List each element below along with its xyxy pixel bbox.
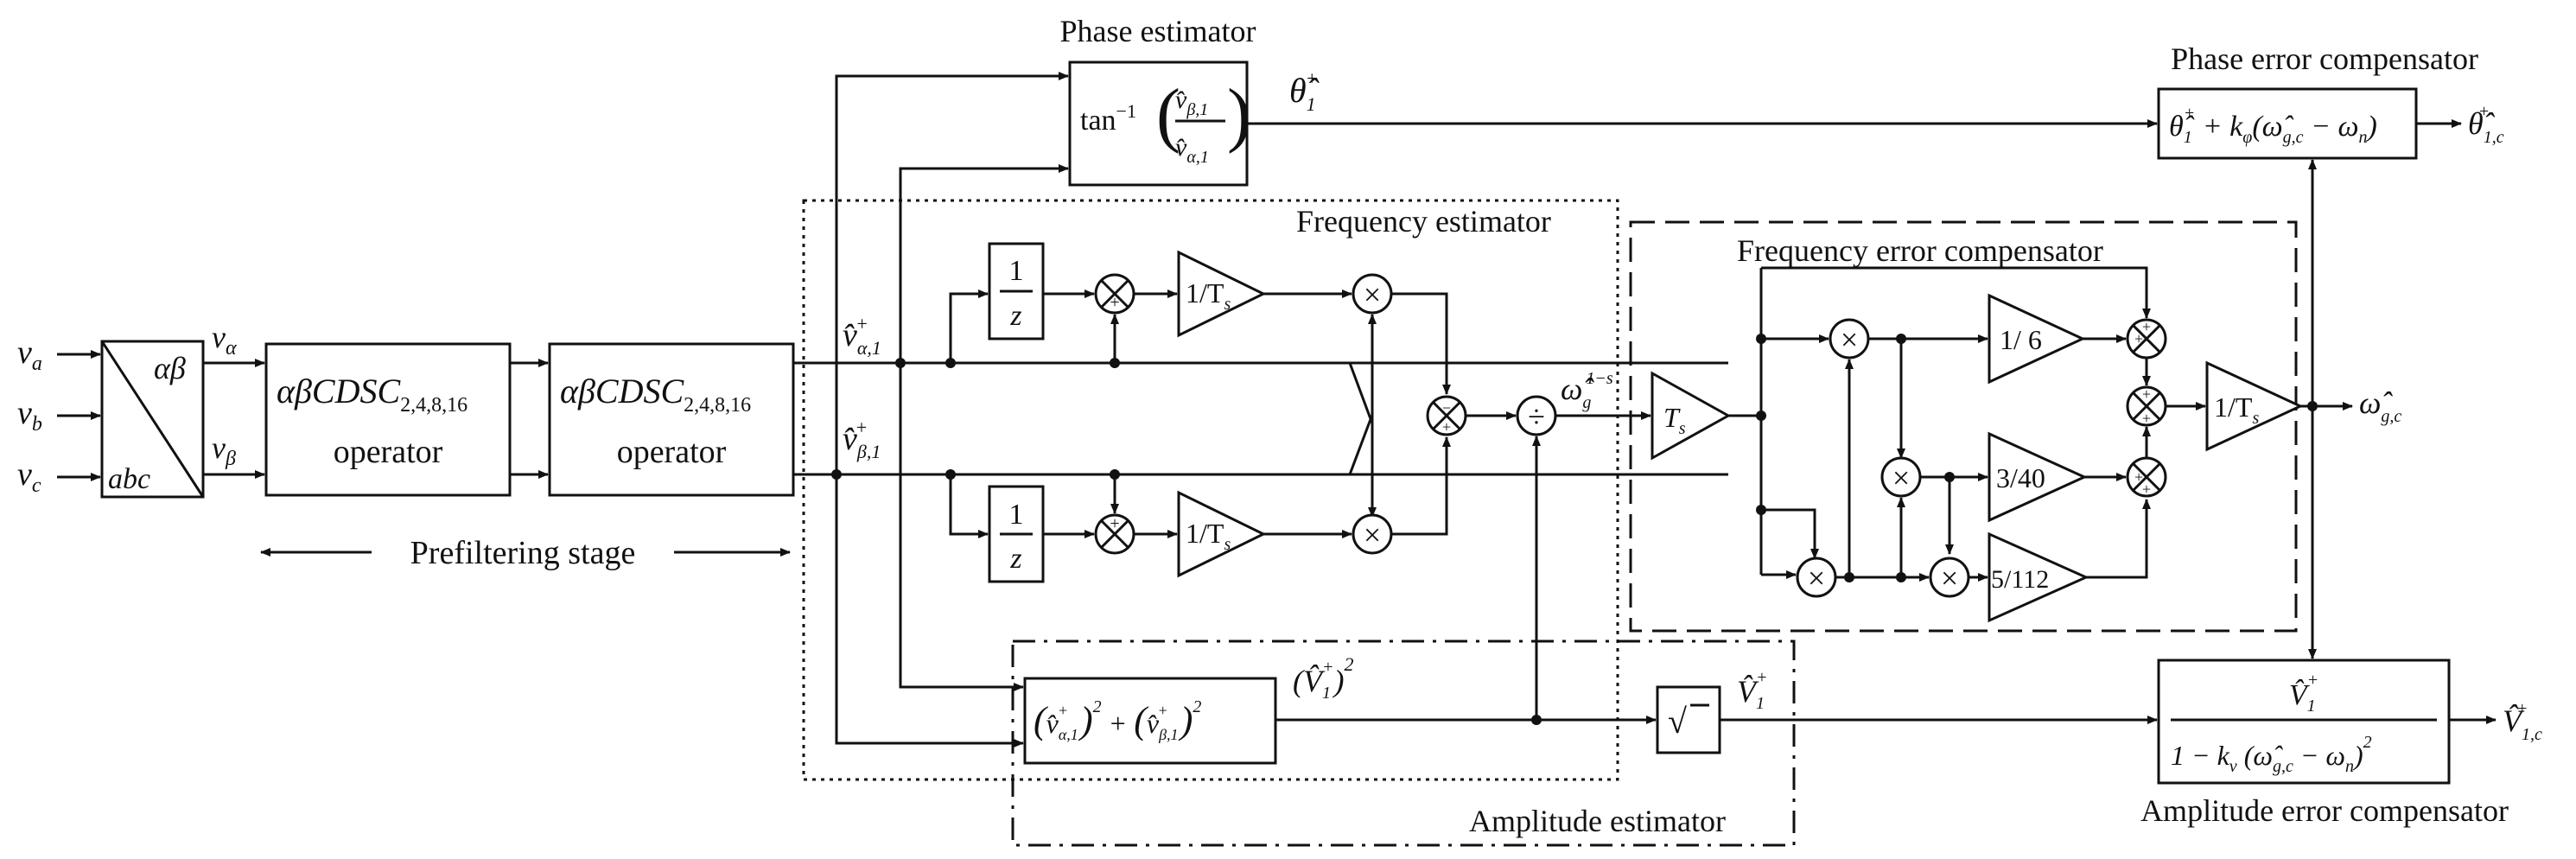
svg-text:z: z bbox=[1009, 300, 1021, 332]
multiply-junction-upper: × bbox=[1352, 273, 1393, 315]
gain-1-over-Ts-upper: 1/Ts bbox=[1177, 250, 1267, 338]
phase-error-compensator-title: Phase error compensator bbox=[2171, 41, 2478, 76]
svg-text:1/Ts: 1/Ts bbox=[1186, 277, 1231, 314]
svg-text:×: × bbox=[1941, 561, 1958, 595]
divide-junction: ÷ bbox=[1516, 395, 1557, 436]
sum-junction-upper: + bbox=[1094, 273, 1135, 315]
amplitude-error-compensator-title: Amplitude error compensator bbox=[2140, 793, 2509, 828]
delay-block-lower: 1 z bbox=[988, 485, 1045, 583]
svg-text:1/ 6: 1/ 6 bbox=[2000, 324, 2042, 355]
multiply-junction-lower: × bbox=[1352, 513, 1393, 555]
amplitude-error-compensator-block: V̂1+ 1 − kv (ω̂g,c − ωn)2 bbox=[2157, 659, 2451, 785]
svg-text:operator: operator bbox=[334, 434, 443, 470]
svg-text:θ̂1+ + kφ(ω̂g,c − ωn): θ̂1+ + kφ(ω̂g,c − ωn) bbox=[2169, 104, 2377, 147]
sqrt-block: √ bbox=[1656, 685, 1721, 754]
input-vb: vb bbox=[17, 395, 42, 436]
svg-text:√: √ bbox=[1668, 702, 1687, 741]
V1c-label: V̂1,c+ bbox=[2503, 699, 2542, 744]
sum-junction-lower: + bbox=[1094, 513, 1135, 555]
frequency-estimator-region bbox=[802, 199, 1619, 781]
svg-text:+: + bbox=[2142, 385, 2151, 403]
frequency-error-compensator-title: Frequency error compensator bbox=[1737, 233, 2103, 268]
svg-text:×: × bbox=[1364, 518, 1381, 552]
frequency-error-compensator-region bbox=[1629, 220, 2298, 633]
cdsc-operator-block-2: αβCDSC2,4,8,16 operator bbox=[548, 342, 795, 497]
svg-text:Prefiltering stage: Prefiltering stage bbox=[410, 535, 636, 571]
svg-text:+: + bbox=[2134, 468, 2143, 486]
svg-text:αβCDSC2,4,8,16: αβCDSC2,4,8,16 bbox=[560, 372, 751, 417]
svg-text:×: × bbox=[1892, 461, 1910, 495]
gain-5-112: 5/112 bbox=[1988, 531, 2089, 623]
svg-text:abc: abc bbox=[108, 463, 150, 495]
theta1-label: θ̂1+ bbox=[1289, 67, 1320, 115]
svg-text:1 − kv (ω̂g,c − ωn)2: 1 − kv (ω̂g,c − ωn)2 bbox=[2171, 733, 2372, 776]
multiply-junction-fec-4: × bbox=[1929, 557, 1970, 598]
v-beta1-label: v̂β,1+ bbox=[843, 417, 881, 462]
gain-1-over-Ts-lower: 1/Ts bbox=[1177, 490, 1267, 578]
V1-label: V̂1+ bbox=[1737, 668, 1768, 713]
amplitude-estimator-block: (v̂α,1+)2 + (v̂β,1+)2 bbox=[1023, 677, 1277, 765]
svg-text:+: + bbox=[1110, 514, 1119, 533]
svg-text:−: − bbox=[1442, 399, 1451, 417]
svg-text:1: 1 bbox=[1009, 499, 1024, 531]
svg-text:αβ: αβ bbox=[154, 351, 186, 385]
sum-junction-fec-top: ++ bbox=[2126, 318, 2167, 360]
theta1c-label: θ̂1,c+ bbox=[2468, 102, 2504, 147]
svg-text:+: + bbox=[2142, 410, 2151, 427]
delay-block-upper: 1 z bbox=[988, 242, 1045, 340]
svg-text:1/Ts: 1/Ts bbox=[1186, 518, 1231, 554]
svg-text:vc: vc bbox=[17, 456, 41, 497]
frequency-estimator-title: Frequency estimator bbox=[1296, 204, 1551, 239]
phase-estimator-title: Phase estimator bbox=[1060, 14, 1256, 48]
svg-text:operator: operator bbox=[617, 434, 727, 470]
omega-g-label: ω̂g1−s bbox=[1561, 369, 1613, 412]
sum-junction-fec-bottom: ++ bbox=[2126, 456, 2167, 498]
difference-junction: − + bbox=[1426, 395, 1467, 436]
svg-text:+: + bbox=[2142, 318, 2151, 335]
svg-text:5/112: 5/112 bbox=[1991, 565, 2049, 594]
svg-text:×: × bbox=[1841, 322, 1858, 357]
v-beta-label: vβ bbox=[212, 430, 236, 470]
gain-1-over-Ts-fec: 1/Ts bbox=[2205, 360, 2304, 452]
prefiltering-stage-label: Prefiltering stage bbox=[260, 535, 791, 571]
svg-text:αβCDSC2,4,8,16: αβCDSC2,4,8,16 bbox=[277, 372, 467, 417]
cdsc-operator-block-1: αβCDSC2,4,8,16 operator bbox=[264, 342, 512, 497]
svg-text:Ts: Ts bbox=[1663, 402, 1686, 438]
svg-text:z: z bbox=[1009, 543, 1021, 575]
phase-estimator-block: tan−1 ( ) v̂β,1 v̂α,1 bbox=[1068, 60, 1251, 187]
multiply-junction-fec-1: × bbox=[1829, 318, 1870, 360]
svg-text:va: va bbox=[17, 334, 42, 375]
v-alpha-label: vα bbox=[212, 320, 237, 360]
sum-junction-fec-middle: ++ bbox=[2126, 385, 2167, 427]
svg-text:1: 1 bbox=[1009, 255, 1024, 287]
V1-squared-label: (V̂1+)2 bbox=[1293, 653, 1353, 703]
phase-error-compensator-block: θ̂1+ + kφ(ω̂g,c − ωn) bbox=[2157, 87, 2418, 160]
input-va: va bbox=[17, 334, 42, 375]
svg-text:+: + bbox=[1110, 293, 1119, 312]
svg-text:): ) bbox=[1227, 74, 1251, 155]
abc-to-alphabeta-block: αβ abc bbox=[100, 340, 205, 499]
svg-text:+: + bbox=[2142, 480, 2151, 498]
svg-text:+: + bbox=[2134, 330, 2143, 347]
svg-text:÷: ÷ bbox=[1528, 399, 1545, 434]
gain-1-6: 1/ 6 bbox=[1988, 293, 2086, 385]
svg-text:tan−1: tan−1 bbox=[1080, 100, 1136, 137]
omega-gc-label: ω̂g,c bbox=[2359, 385, 2401, 426]
svg-text:vb: vb bbox=[17, 395, 42, 436]
v-alpha1-label: v̂α,1+ bbox=[843, 313, 881, 359]
svg-text:(: ( bbox=[1156, 74, 1180, 155]
svg-text:+: + bbox=[1442, 418, 1451, 436]
svg-text:3/40: 3/40 bbox=[1996, 462, 2045, 493]
amplitude-estimator-title: Amplitude estimator bbox=[1469, 804, 1726, 838]
input-vc: vc bbox=[17, 456, 41, 497]
multiply-junction-fec-2: × bbox=[1880, 456, 1922, 498]
svg-text:×: × bbox=[1808, 561, 1825, 595]
gain-Ts: Ts bbox=[1651, 371, 1732, 461]
svg-text:×: × bbox=[1364, 277, 1381, 312]
gain-3-40: 3/40 bbox=[1988, 431, 2088, 523]
multiply-junction-fec-3: × bbox=[1796, 557, 1837, 598]
svg-text:1/Ts: 1/Ts bbox=[2214, 391, 2259, 428]
